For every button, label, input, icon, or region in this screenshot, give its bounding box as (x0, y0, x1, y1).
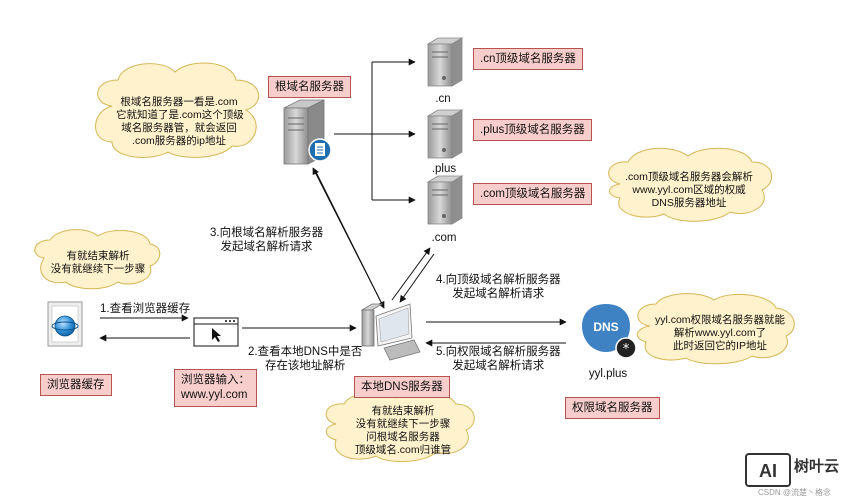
arrow-step1 (99, 314, 190, 342)
arrow-step3 (312, 167, 385, 309)
browser-cache-label: 浏览器缓存 (40, 374, 112, 396)
step3-line1: 3.向根域名解析服务器 (210, 227, 324, 239)
step5-line2: 发起域名解析请求 (452, 360, 545, 372)
dns-server-icon: DNS * (582, 304, 637, 359)
com-note-line: .com顶级域名服务器会解析 (625, 171, 753, 183)
yyl-note-line: 此时返回它的IP地址 (673, 340, 767, 352)
plus-server-label: .plus顶级域名服务器 (473, 119, 592, 141)
cloud-com-note (608, 147, 773, 222)
browser-input-line1: 浏览器输入： (181, 374, 250, 386)
yyl-note-line: yyl.com权限域名服务器就能 (654, 314, 786, 326)
root-server-label: 根域名服务器 (268, 76, 351, 98)
root-note-text: 根域名服务器一看是.com 它就知道了是.com这个顶级 域名服务器管，就会返回… (116, 96, 244, 148)
browser-window-icon (193, 317, 239, 347)
plus-caption: .plus (431, 163, 457, 175)
root-server-icon (283, 99, 332, 165)
dns-icon-text: DNS (593, 320, 618, 334)
local-dns-label: 本地DNS服务器 (354, 376, 450, 398)
browser-note-line: 没有就继续下一步骤 (50, 263, 146, 275)
step2-label: 2.查看本地DNS中是否 存在该地址解析 (248, 345, 362, 373)
local-note-line: 问根域名服务器 (366, 431, 440, 443)
cn-server-icon (426, 37, 464, 87)
browser-note-line: 有就结束解析 (66, 250, 130, 262)
step4-line2: 发起域名解析请求 (452, 288, 545, 300)
step3-label: 3.向根域名解析服务器 发起域名解析请求 (210, 226, 323, 254)
cn-caption: .cn (435, 93, 451, 105)
step2-line1: 2.查看本地DNS中是否 (248, 346, 363, 358)
yyl-note-line: 解析www.yyl.com了 (673, 327, 767, 339)
com-note-text: .com顶级域名服务器会解析 www.yyl.com区域的权威 DNS服务器地址 (614, 171, 764, 210)
arrow-step5 (425, 318, 567, 347)
com-note-line: www.yyl.com区域的权威 (632, 184, 746, 196)
cloud-browser-note (34, 229, 161, 290)
step1-label: 1.查看浏览器缓存 (100, 303, 191, 315)
watermark-name: 树叶云 (794, 458, 840, 475)
browser-input-label: 浏览器输入： www.yyl.com (174, 369, 257, 407)
browser-cache-icon (47, 301, 83, 347)
com-server-label: .com顶级域名服务器 (473, 183, 593, 205)
plus-server-icon (426, 109, 464, 159)
step5-label: 5.向权限域名解析服务器 发起域名解析请求 (436, 345, 561, 373)
watermark-credit: CSDN @流楚丶格念 (758, 488, 832, 497)
step4-line1: 4.向顶级域名解析服务器 (436, 274, 561, 286)
local-note-line: 顶级域名.com归谁管 (354, 444, 452, 456)
watermark-logo-icon: AI (745, 453, 791, 487)
local-note-line: 没有就继续下一步骤 (355, 418, 451, 430)
local-dns-computer-icon (360, 303, 421, 361)
yyl-note-text: yyl.com权限域名服务器就能 解析www.yyl.com了 此时返回它的IP… (644, 314, 796, 353)
local-note-text: 有就结束解析 没有就继续下一步骤 问根域名服务器 顶级域名.com归谁管 (336, 405, 470, 457)
cloud-yyl-note (636, 293, 795, 365)
svg-text:*: * (623, 342, 630, 357)
root-note-line: 域名服务器管，就会返回 (121, 122, 237, 134)
step2-line2: 存在该地址解析 (264, 360, 346, 372)
step5-line1: 5.向权限域名解析服务器 (436, 346, 561, 358)
com-caption: .com (431, 232, 457, 244)
arrow-step4 (391, 247, 435, 303)
local-note-line: 有就结束解析 (371, 405, 435, 417)
com-server-icon (426, 175, 464, 225)
tld-branch-connector (334, 58, 416, 204)
step4-label: 4.向顶级域名解析服务器 发起域名解析请求 (436, 273, 561, 301)
browser-input-line2: www.yyl.com (181, 389, 248, 401)
com-note-line: DNS服务器地址 (651, 197, 727, 209)
yyl-caption: yyl.plus (588, 368, 628, 380)
root-note-line: .com服务器的ip地址 (132, 135, 226, 147)
root-note-line: 它就知道了是.com这个顶级 (116, 109, 244, 121)
browser-note-text: 有就结束解析 没有就继续下一步骤 (46, 250, 150, 276)
authoritative-server-label: 权限域名服务器 (565, 397, 660, 419)
root-note-line: 根域名服务器一看是.com (120, 96, 238, 108)
cloud-root-note (95, 62, 260, 158)
step3-line2: 发起域名解析请求 (220, 241, 313, 253)
cn-server-label: .cn顶级域名服务器 (473, 48, 583, 70)
watermark-logo-text: AI (759, 461, 777, 481)
